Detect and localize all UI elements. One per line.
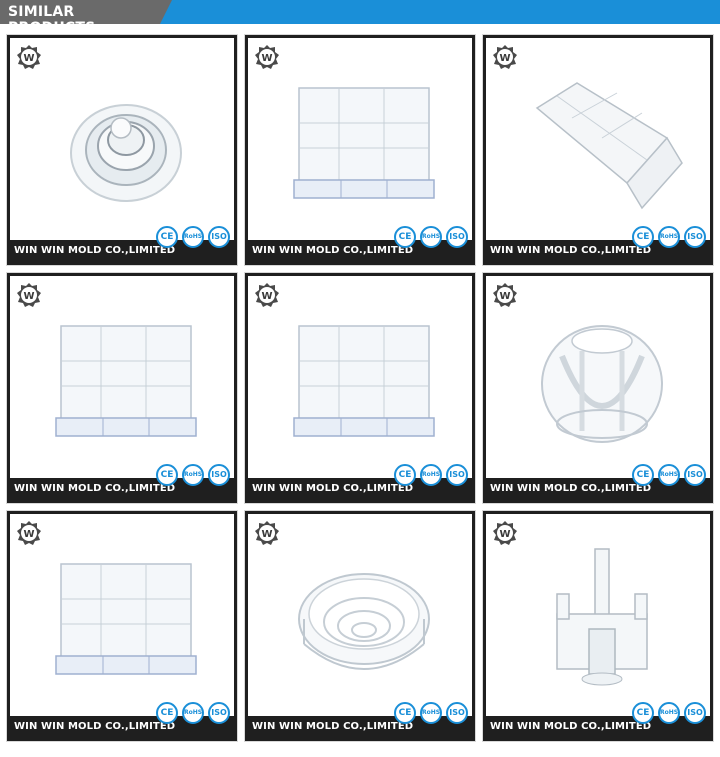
rohs-cert-icon: RoHS xyxy=(658,226,680,248)
iso-cert-icon: ISO xyxy=(208,702,230,724)
rohs-cert-icon: RoHS xyxy=(658,702,680,724)
company-name: WIN WIN MOLD CO.,LIMITED xyxy=(490,245,652,256)
iso-cert-icon: ISO xyxy=(208,464,230,486)
rohs-cert-icon: RoHS xyxy=(658,464,680,486)
brand-logo-icon: W xyxy=(16,520,42,546)
ce-cert-icon: CE xyxy=(156,226,178,248)
iso-cert-icon: ISO xyxy=(684,464,706,486)
svg-text:W: W xyxy=(499,529,510,540)
iso-cert-icon: ISO xyxy=(208,226,230,248)
ce-cert-icon: CE xyxy=(632,464,654,486)
company-name: WIN WIN MOLD CO.,LIMITED xyxy=(252,721,414,732)
svg-text:W: W xyxy=(499,291,510,302)
iso-cert-icon: ISO xyxy=(446,226,468,248)
company-name: WIN WIN MOLD CO.,LIMITED xyxy=(14,721,176,732)
product-image[interactable] xyxy=(516,306,688,456)
ce-cert-icon: CE xyxy=(394,464,416,486)
iso-cert-icon: ISO xyxy=(446,702,468,724)
product-image[interactable] xyxy=(278,544,450,694)
rohs-cert-icon: RoHS xyxy=(420,226,442,248)
ce-cert-icon: CE xyxy=(632,226,654,248)
svg-text:W: W xyxy=(23,291,34,302)
brand-logo-icon: W xyxy=(492,44,518,70)
brand-logo-icon: W xyxy=(492,282,518,308)
product-image[interactable] xyxy=(40,306,212,456)
ce-cert-icon: CE xyxy=(394,702,416,724)
rohs-cert-icon: RoHS xyxy=(182,702,204,724)
rohs-cert-icon: RoHS xyxy=(420,464,442,486)
svg-text:W: W xyxy=(261,53,272,64)
svg-text:W: W xyxy=(261,529,272,540)
ce-cert-icon: CE xyxy=(394,226,416,248)
brand-logo-icon: W xyxy=(16,44,42,70)
ce-cert-icon: CE xyxy=(156,702,178,724)
ce-cert-icon: CE xyxy=(156,464,178,486)
brand-logo-icon: W xyxy=(16,282,42,308)
iso-cert-icon: ISO xyxy=(684,702,706,724)
brand-logo-icon: W xyxy=(492,520,518,546)
ce-cert-icon: CE xyxy=(632,702,654,724)
rohs-cert-icon: RoHS xyxy=(182,226,204,248)
company-name: WIN WIN MOLD CO.,LIMITED xyxy=(252,483,414,494)
product-image[interactable] xyxy=(278,68,450,218)
section-title: SIMILAR PRODUCTS xyxy=(8,4,96,36)
product-image[interactable] xyxy=(516,68,688,218)
company-name: WIN WIN MOLD CO.,LIMITED xyxy=(14,483,176,494)
company-name: WIN WIN MOLD CO.,LIMITED xyxy=(14,245,176,256)
company-name: WIN WIN MOLD CO.,LIMITED xyxy=(490,721,652,732)
product-image[interactable] xyxy=(278,306,450,456)
company-name: WIN WIN MOLD CO.,LIMITED xyxy=(252,245,414,256)
svg-text:W: W xyxy=(23,529,34,540)
svg-text:W: W xyxy=(23,53,34,64)
rohs-cert-icon: RoHS xyxy=(420,702,442,724)
brand-logo-icon: W xyxy=(254,520,280,546)
iso-cert-icon: ISO xyxy=(684,226,706,248)
header-tab: SIMILAR PRODUCTS xyxy=(0,0,172,36)
product-image[interactable] xyxy=(516,544,688,694)
company-name: WIN WIN MOLD CO.,LIMITED xyxy=(490,483,652,494)
iso-cert-icon: ISO xyxy=(446,464,468,486)
product-image[interactable] xyxy=(40,544,212,694)
product-image[interactable] xyxy=(40,68,212,218)
brand-logo-icon: W xyxy=(254,44,280,70)
svg-text:W: W xyxy=(261,291,272,302)
brand-logo-icon: W xyxy=(254,282,280,308)
svg-text:W: W xyxy=(499,53,510,64)
rohs-cert-icon: RoHS xyxy=(182,464,204,486)
